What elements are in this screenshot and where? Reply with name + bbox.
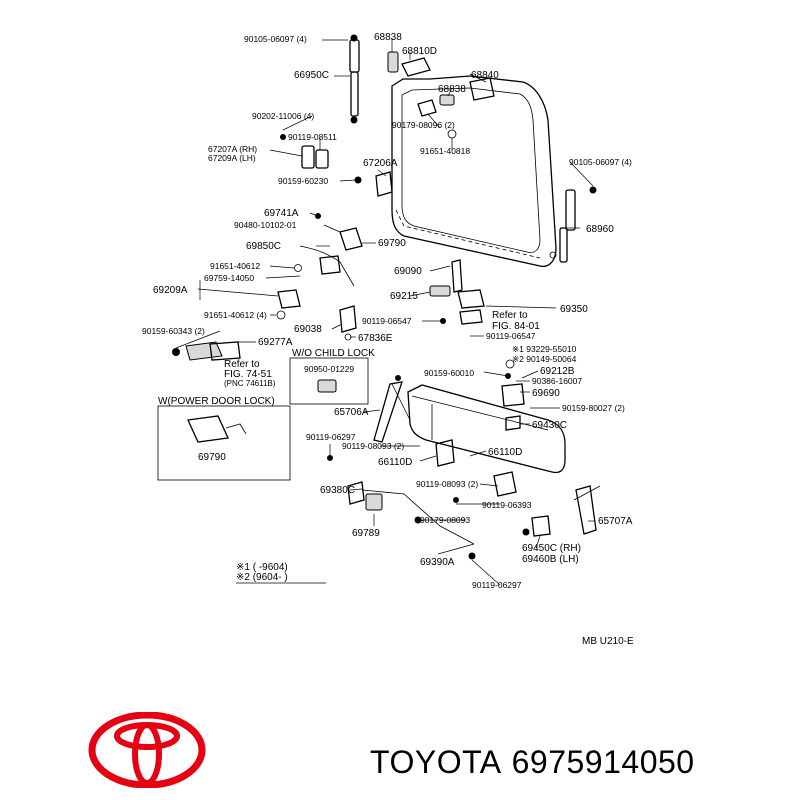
- label-90105-06097-right: 90105-06097 (4): [569, 157, 632, 167]
- label-67836e: 67836E: [358, 333, 393, 344]
- label-power-door-lock: W(POWER DOOR LOCK): [158, 396, 275, 407]
- label-68838-mid: 68838: [438, 84, 466, 95]
- label-note-2: ※2 (9604- ): [236, 572, 288, 583]
- label-67209a: 67209A (LH): [208, 153, 256, 163]
- label-69277a: 69277A: [258, 337, 293, 348]
- label-90159-60230: 90159-60230: [278, 176, 328, 186]
- label-93229-55010: ※1 93229-55010: [512, 344, 577, 354]
- label-69790-box: 69790: [198, 452, 226, 463]
- part-number: 6975914050: [511, 744, 695, 780]
- label-67206a: 67206A: [363, 158, 398, 169]
- label-69789: 69789: [352, 528, 380, 539]
- label-90119-06297-upper: 90119-06297: [306, 432, 356, 442]
- label-69759-14050: 69759-14050: [204, 273, 254, 283]
- brand-name: TOYOTA: [370, 744, 502, 780]
- label-69090: 69090: [394, 266, 422, 277]
- door-handle-icon: [429, 259, 485, 325]
- label-pnc-74611b: (PNC 74611B): [224, 379, 276, 388]
- label-diagram-code: MB U210-E: [582, 636, 634, 647]
- label-fig-74-51: FIG. 74-51: [224, 369, 272, 380]
- label-wo-child-lock: W/O CHILD LOCK: [292, 348, 375, 359]
- label-66110d-right: 66110D: [488, 447, 522, 458]
- exploded-parts-diagram: 90105-06097 (4) 68838 68810D 66950C 6884…: [142, 32, 634, 647]
- power-door-lock-box: [157, 405, 291, 481]
- label-91651-40612: 91651-40612: [210, 261, 260, 271]
- label-69209a: 69209A: [153, 285, 188, 296]
- label-90119-08511: 90119-08511: [288, 132, 337, 142]
- label-90159-60343: 90159-60343 (2): [142, 326, 205, 336]
- label-90950-01229: 90950-01229: [304, 364, 354, 374]
- label-68840: 68840: [471, 70, 499, 81]
- inside-handle-icon: [172, 341, 241, 361]
- label-90119-06547-right: 90119-06547: [486, 331, 536, 341]
- label-90119-06547-left: 90119-06547: [362, 316, 412, 326]
- label-69690: 69690: [532, 388, 560, 399]
- hinge-left-bracket-icon: [280, 134, 393, 197]
- label-90386-16007: 90386-16007: [532, 376, 582, 386]
- label-69038: 69038: [294, 324, 322, 335]
- label-refer-to-74: Refer to: [224, 359, 260, 370]
- label-refer-to-84: Refer to: [492, 310, 528, 321]
- label-67207a: 67207A (RH): [208, 144, 257, 154]
- label-66110d-left: 66110D: [378, 457, 412, 468]
- label-69212b: 69212B: [540, 366, 575, 377]
- label-68810d: 68810D: [402, 46, 437, 57]
- label-90119-08093-a: 90119-08093 (2): [342, 441, 404, 451]
- label-69380c: 69380C: [320, 485, 355, 496]
- label-69215: 69215: [390, 291, 418, 302]
- label-90159-80027: 90159-80027 (2): [562, 403, 625, 413]
- label-90105-06097-top: 90105-06097 (4): [244, 34, 307, 44]
- label-68838-top: 68838: [374, 32, 402, 43]
- label-69460b: 69460B (LH): [522, 554, 579, 565]
- label-90179-08093: 90179-08093: [420, 515, 470, 525]
- stay-left-icon: [373, 375, 411, 443]
- label-68960: 68960: [586, 224, 614, 235]
- stay-right-icon: [573, 485, 601, 535]
- label-69430c: 69430C: [532, 420, 567, 431]
- label-69450c: 69450C (RH): [522, 543, 581, 554]
- label-90179-08096: 90179-08096 (2): [392, 120, 455, 130]
- child-lock-box: [289, 357, 369, 405]
- label-66950c: 66950C: [294, 70, 329, 81]
- hinge-upper-icon: [387, 51, 495, 139]
- label-91651-40818: 91651-40818: [420, 146, 470, 156]
- label-90119-08093-b: 90119-08093 (2): [416, 479, 478, 489]
- gas-strut-left-icon: [349, 34, 360, 124]
- toyota-logo-icon: [88, 712, 206, 788]
- label-69790-upper: 69790: [378, 238, 406, 249]
- label-90119-06297-lower: 90119-06297: [472, 580, 522, 590]
- label-90119-06393: 90119-06393: [482, 500, 532, 510]
- label-65707a: 65707A: [598, 516, 633, 527]
- label-69390a: 69390A: [420, 557, 455, 568]
- label-note-1: ※1 ( -9604): [236, 562, 288, 573]
- label-91651-40612-4: 91651-40612 (4): [204, 310, 267, 320]
- label-69850c: 69850C: [246, 241, 281, 252]
- label-69741a: 69741A: [264, 208, 299, 219]
- label-65706a: 65706A: [334, 407, 369, 418]
- back-door-upper-panel: [391, 75, 557, 268]
- latch-lower-icon: [327, 439, 517, 545]
- part-labels: 90105-06097 (4) 68838 68810D 66950C 6884…: [142, 32, 634, 647]
- label-fig-84-01: FIG. 84-01: [492, 321, 540, 332]
- label-69350: 69350: [560, 304, 588, 315]
- label-90159-60010: 90159-60010: [424, 368, 474, 378]
- label-90480-10102-01: 90480-10102-01: [234, 220, 297, 230]
- label-90149-50064: ※2 90149-50064: [512, 354, 577, 364]
- label-90202-11006: 90202-11006 (4): [252, 111, 314, 121]
- leader-lines: [175, 38, 594, 586]
